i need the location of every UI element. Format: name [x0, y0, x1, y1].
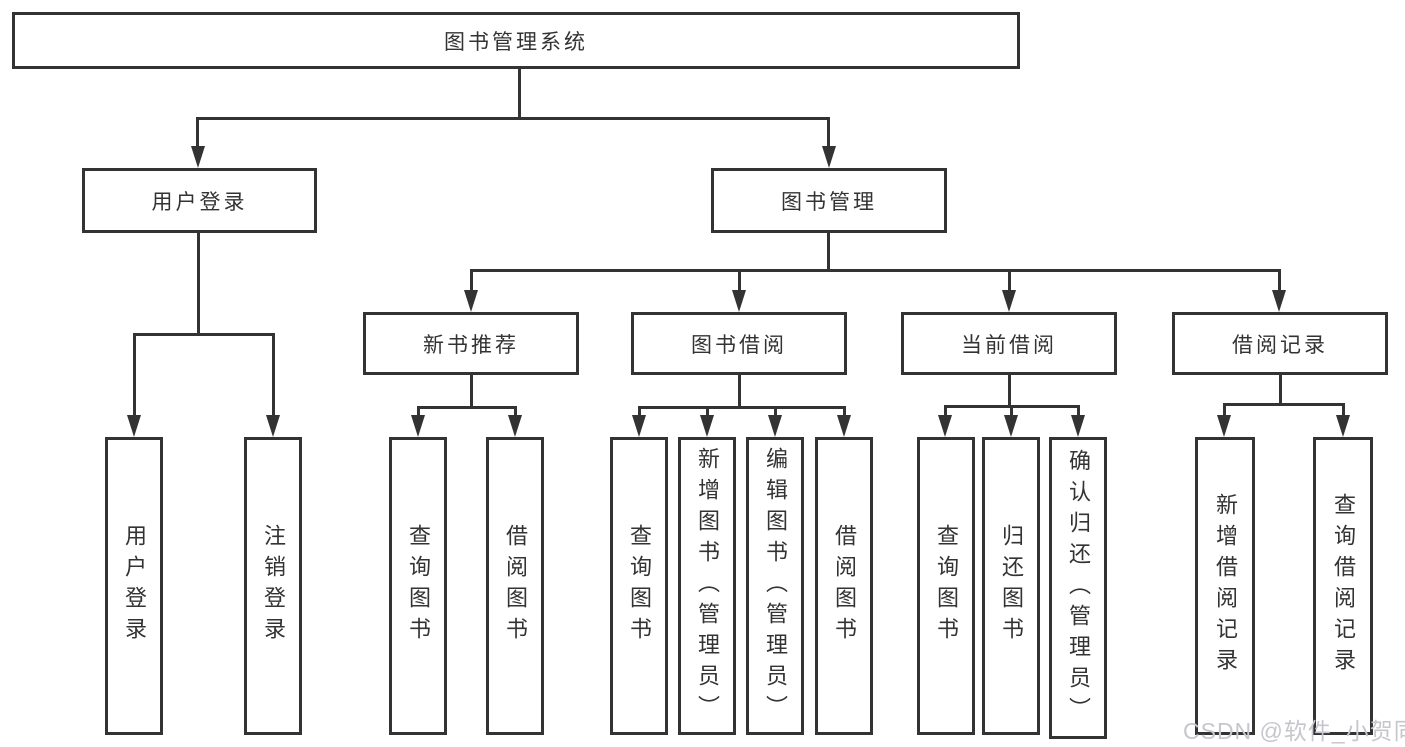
- connector-userlogin-bus: [132, 333, 275, 336]
- csdn-watermark: CSDN @软件_小贺同学: [1183, 718, 1405, 744]
- leaf-br-query-record-label: 查询借阅记录: [1331, 493, 1356, 679]
- connector-userlogin-drop-1: [132, 333, 136, 415]
- leaf-cb-confirm-return-admin: 确认归还（管理员）: [1049, 437, 1107, 739]
- connector-root-drop-right: [827, 117, 830, 146]
- node-root: 图书管理系统: [12, 12, 1020, 69]
- arrow-to-new-book-rec: [464, 290, 478, 312]
- leaf-nbr-query-books-label: 查询图书: [406, 524, 431, 648]
- arrow-to-bb-borrow: [837, 415, 851, 437]
- connector-root-bus: [196, 117, 830, 120]
- connector-bookmgmt-bus: [469, 269, 1281, 272]
- connector-userlogin-drop-2: [271, 333, 275, 415]
- arrow-to-book-mgmt: [821, 146, 836, 168]
- arrow-to-borrow-records: [1272, 290, 1286, 312]
- connector-cb-drop-3: [1076, 405, 1080, 415]
- connector-br-drop-2: [1341, 403, 1345, 415]
- leaf-cb-query-books: 查询图书: [917, 437, 975, 735]
- connector-br-stem: [1278, 375, 1282, 406]
- connector-bookmgmt-drop-1: [469, 269, 473, 290]
- leaf-nbr-query-books: 查询图书: [389, 437, 447, 735]
- connector-br-drop-1: [1222, 403, 1226, 415]
- connector-bookmgmt-stem: [827, 233, 830, 272]
- connector-cb-stem: [1007, 375, 1011, 408]
- connector-bb-stem: [737, 375, 741, 409]
- connector-cb-drop-1: [943, 405, 947, 415]
- leaf-bb-query-books-label: 查询图书: [627, 524, 652, 648]
- connector-nbr-drop-1: [416, 406, 420, 415]
- node-book-mgmt: 图书管理: [711, 168, 947, 233]
- leaf-user-login: 用户登录: [105, 437, 163, 735]
- node-user-login: 用户登录: [82, 168, 317, 233]
- connector-nbr-drop-2: [513, 406, 517, 415]
- leaf-bb-query-books: 查询图书: [610, 437, 668, 735]
- leaf-br-add-record-label: 新增借阅记录: [1213, 493, 1238, 679]
- arrow-to-user-login: [190, 146, 205, 168]
- arrow-to-cb-confirm: [1071, 415, 1085, 437]
- leaf-cb-return-books: 归还图书: [982, 437, 1040, 735]
- arrow-to-bb-query: [632, 415, 646, 437]
- node-book-mgmt-label: 图书管理: [781, 190, 877, 214]
- connector-bb-bus: [637, 406, 846, 409]
- leaf-logout: 注销登录: [244, 437, 302, 735]
- arrow-to-cb-return: [1004, 415, 1018, 437]
- node-book-borrow: 图书借阅: [631, 312, 847, 375]
- leaf-bb-borrow-books-label: 借阅图书: [832, 524, 857, 648]
- arrow-to-nbr-borrow: [508, 415, 522, 437]
- arrow-to-bb-add: [700, 415, 714, 437]
- node-book-borrow-label: 图书借阅: [691, 333, 787, 357]
- leaf-bb-edit-books-admin: 编辑图书（管理员）: [746, 437, 804, 735]
- node-borrow-records: 借阅记录: [1172, 312, 1388, 375]
- arrow-to-br-query: [1336, 415, 1350, 437]
- connector-bookmgmt-drop-4: [1277, 269, 1281, 290]
- leaf-bb-edit-books-admin-label: 编辑图书（管理员）: [763, 446, 788, 726]
- arrow-to-bb-edit: [768, 415, 782, 437]
- arrow-to-nbr-query: [411, 415, 425, 437]
- leaf-nbr-borrow-books-label: 借阅图书: [503, 524, 528, 648]
- connector-bb-drop-3: [773, 406, 777, 415]
- arrow-to-cb-query: [938, 415, 952, 437]
- leaf-nbr-borrow-books: 借阅图书: [486, 437, 544, 735]
- leaf-br-query-record: 查询借阅记录: [1313, 437, 1373, 735]
- node-user-login-label: 用户登录: [151, 190, 248, 214]
- connector-bookmgmt-drop-3: [1007, 269, 1011, 290]
- node-borrow-records-label: 借阅记录: [1232, 333, 1328, 357]
- arrow-to-logout-leaf: [266, 415, 280, 437]
- node-new-book-rec-label: 新书推荐: [423, 333, 519, 357]
- leaf-bb-borrow-books: 借阅图书: [815, 437, 873, 735]
- leaf-logout-label: 注销登录: [261, 524, 286, 648]
- connector-bookmgmt-drop-2: [737, 269, 741, 290]
- node-root-label: 图书管理系统: [444, 30, 588, 54]
- connector-bb-drop-2: [705, 406, 709, 415]
- arrow-to-br-add: [1217, 415, 1231, 437]
- connector-root-stem: [518, 69, 521, 120]
- connector-userlogin-stem: [196, 233, 200, 336]
- connector-nbr-stem: [469, 375, 473, 409]
- node-new-book-rec: 新书推荐: [363, 312, 579, 375]
- arrow-to-book-borrow: [732, 290, 746, 312]
- connector-root-drop-left: [196, 117, 199, 146]
- node-current-borrow-label: 当前借阅: [961, 333, 1057, 357]
- connector-cb-drop-2: [1009, 405, 1013, 415]
- arrow-to-current-borrow: [1002, 290, 1016, 312]
- leaf-bb-add-books-admin: 新增图书（管理员）: [678, 437, 736, 735]
- node-current-borrow: 当前借阅: [901, 312, 1117, 375]
- connector-br-bus: [1222, 403, 1345, 406]
- leaf-bb-add-books-admin-label: 新增图书（管理员）: [695, 446, 720, 726]
- connector-bb-drop-4: [842, 406, 846, 415]
- leaf-user-login-label: 用户登录: [122, 524, 147, 648]
- leaf-cb-return-books-label: 归还图书: [999, 524, 1024, 648]
- leaf-cb-confirm-return-admin-label: 确认归还（管理员）: [1066, 448, 1091, 728]
- arrow-to-login-leaf: [127, 415, 141, 437]
- leaf-br-add-record: 新增借阅记录: [1195, 437, 1255, 735]
- connector-bb-drop-1: [637, 406, 641, 415]
- leaf-cb-query-books-label: 查询图书: [934, 524, 959, 648]
- connector-nbr-bus: [416, 406, 517, 409]
